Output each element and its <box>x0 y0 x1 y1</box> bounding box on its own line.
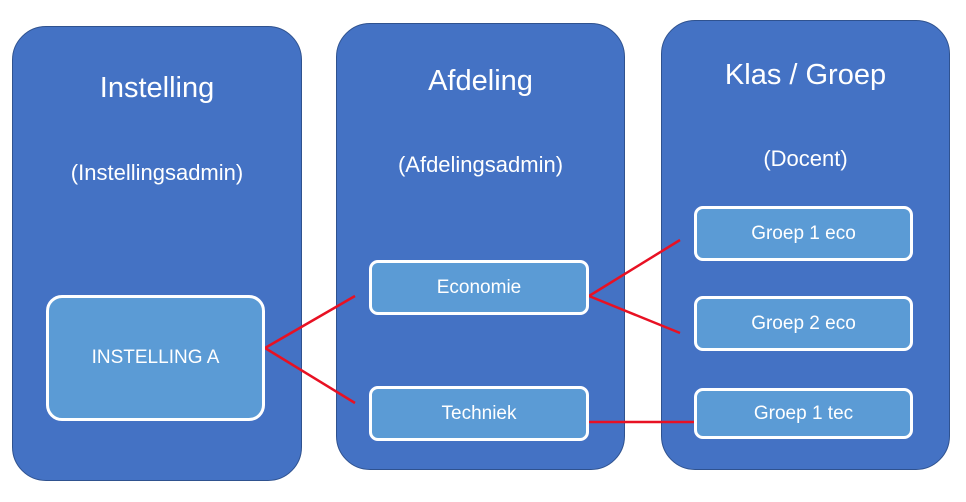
column-title-klas-groep: Klas / Groep <box>724 59 887 91</box>
column-role-instelling: (Instellingsadmin) <box>70 160 244 185</box>
node-economie[interactable]: Economie <box>369 260 589 315</box>
node-groep-1-eco[interactable]: Groep 1 eco <box>694 206 913 261</box>
node-groep-1-tec[interactable]: Groep 1 tec <box>694 388 913 439</box>
node-instelling-a[interactable]: INSTELLING A <box>46 295 265 421</box>
node-techniek[interactable]: Techniek <box>369 386 589 441</box>
column-role-afdeling: (Afdelingsadmin) <box>397 152 564 177</box>
column-title-instelling: Instelling <box>99 72 215 104</box>
node-groep-2-eco[interactable]: Groep 2 eco <box>694 296 913 351</box>
column-title-afdeling: Afdeling <box>428 65 533 97</box>
column-role-klas-groep: (Docent) <box>763 146 848 171</box>
